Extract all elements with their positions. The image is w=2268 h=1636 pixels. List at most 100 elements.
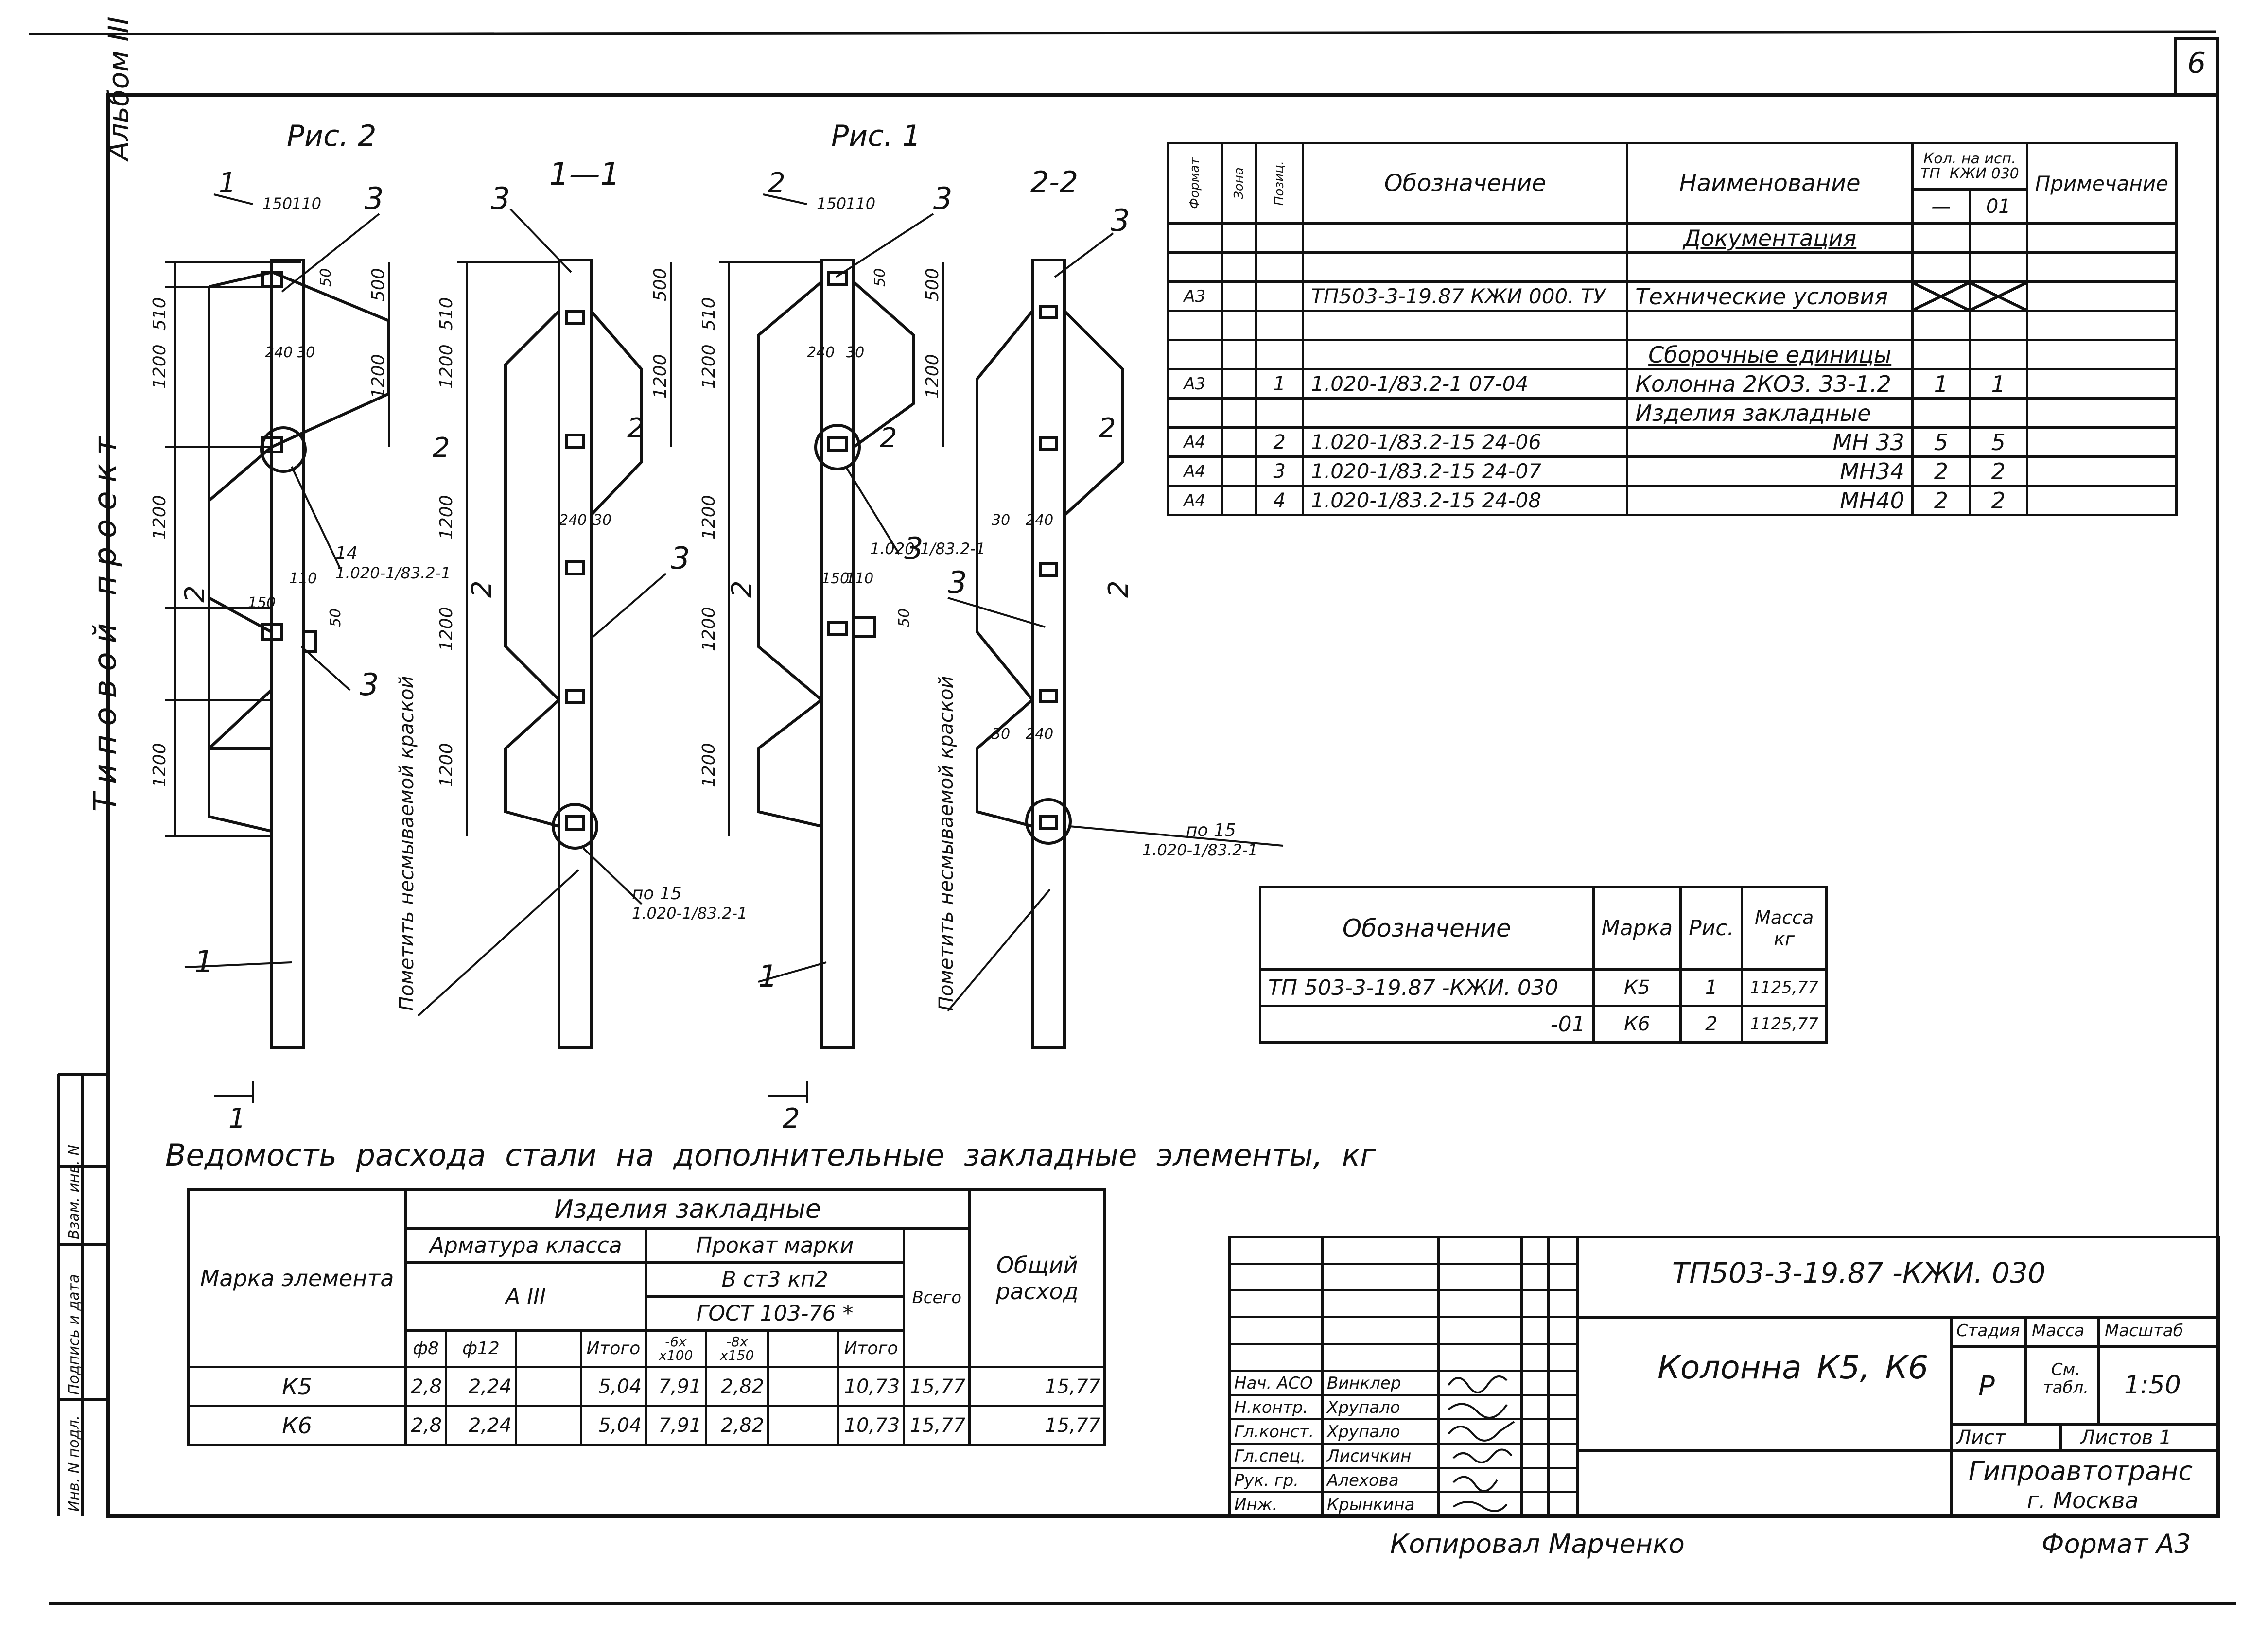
st-h-grade: В ст3 кп2 (645, 1261, 906, 1298)
dim-30-a: 30 (297, 344, 315, 361)
dim-1200-f: 1200 (923, 354, 942, 399)
spec-cell-note (2025, 426, 2178, 458)
spec-cell-zone (1220, 280, 1257, 312)
pos-2-b: 2 (466, 580, 498, 598)
spec-cell-q1: 5 (1911, 426, 1971, 458)
spec-cell-name: МН40 (1626, 485, 1914, 516)
spec-cell-zone (1220, 251, 1257, 283)
steel-cell-overall: 15,77 (968, 1405, 1106, 1446)
steel-table-caption: Ведомость расхода стали на дополнительны… (165, 1137, 1376, 1173)
ref-c: 1.020-1/83.2-1 (632, 904, 747, 922)
spec-cell-q2 (1968, 222, 2028, 254)
dim-1200-b1: 1200 (436, 344, 456, 389)
pos-2-d: 2 (1103, 580, 1134, 598)
pos-4-a: 3 (365, 181, 384, 216)
spec-cell-q1 (1911, 222, 1971, 254)
steel-cell (767, 1366, 839, 1407)
signer-row: Н.контр.Хрупало (1232, 1396, 1436, 1420)
dim-1200-a3: 1200 (150, 743, 170, 787)
spec-row (1167, 310, 2178, 341)
dim-1200-e: 1200 (650, 354, 670, 399)
scale-header: Масштаб (2105, 1321, 2183, 1340)
copied-by: Копировал Марченко (1390, 1529, 1685, 1559)
spec-cell-q2 (1968, 339, 2028, 370)
mass-header: Масса (2032, 1321, 2085, 1340)
dim-1200-a1: 1200 (150, 344, 170, 389)
section2-title: 2-2 (1030, 165, 1078, 199)
signer-role: Гл.конст. (1234, 1422, 1314, 1442)
spec-cell-format: А4 (1167, 455, 1223, 487)
spec-row (1167, 251, 2178, 283)
signer-role: Инж. (1234, 1495, 1278, 1514)
spec-cell-format (1167, 339, 1223, 370)
spec-cell-note (2025, 485, 2178, 516)
ref-b: 1.020-1/83.2-1 (870, 540, 985, 558)
spec-cell-name: Колонна 2КОЗ. 33-1.2 (1626, 368, 1914, 400)
st-sub-cell: Итого (837, 1329, 906, 1368)
steel-cell (767, 1405, 839, 1446)
spec-cell-format: А3 (1167, 280, 1223, 312)
column-section-1 (504, 259, 643, 1049)
spec-cell-name: Документация (1626, 222, 1914, 254)
steel-cell: 2,8 (404, 1366, 448, 1407)
st-h-mark: Марка элемента (187, 1188, 407, 1368)
dim-150-d: 150 (821, 570, 849, 587)
dim-50-c: 50 (327, 609, 344, 627)
spec-cell-note (2025, 251, 2178, 283)
spec-cell-name: МН 33 (1626, 426, 1914, 458)
spec-cell-pos (1255, 310, 1305, 341)
spec-cell-pos (1255, 222, 1305, 254)
spec-cell-name: Сборочные единицы (1626, 339, 1914, 370)
dim-30-b: 30 (846, 344, 864, 361)
dim-1200-b2: 1200 (436, 495, 456, 540)
pos-4-g: 3 (904, 531, 923, 566)
steel-cell: 2,24 (445, 1405, 517, 1446)
spec-cell-designation (1302, 397, 1629, 429)
spec-cell-q1: 2 (1911, 485, 1971, 516)
spec-cell-format (1167, 397, 1223, 429)
fig2-title: Рис. 2 (287, 119, 376, 153)
st-sub-cell (767, 1329, 839, 1368)
fig1-title: Рис. 1 (831, 119, 921, 153)
pos-4-c: 3 (933, 181, 952, 216)
spec-cell-q2: 1 (1968, 368, 2028, 400)
steel-cell (514, 1405, 582, 1446)
st-h-rolled: Прокат марки (645, 1227, 906, 1264)
spec-cell-note (2025, 339, 2178, 370)
steel-cell: 2,82 (704, 1405, 770, 1446)
spec-cell-note (2025, 397, 2178, 429)
spec-row: Сборочные единицы (1167, 339, 2178, 370)
label-15-a: по 15 (632, 884, 682, 904)
mass-cell-mark: К5 (1592, 968, 1682, 1007)
dim-150: 150 (262, 194, 292, 213)
sheets-header: Листов 1 (2080, 1427, 2172, 1449)
dim-1200-d: 1200 (368, 354, 388, 399)
signer-row: Рук. гр.Алехова (1232, 1469, 1436, 1493)
drawing-title: Колонна К5, К6 (1657, 1349, 1929, 1386)
spec-cell-designation (1302, 222, 1629, 254)
steel-table: Марка элемента Изделия закладные Общий р… (187, 1188, 1106, 1446)
dim-30-d: 30 (992, 512, 1010, 529)
pos-3-d: 2 (1099, 413, 1116, 444)
spec-cell-format (1167, 251, 1223, 283)
steel-cell: 7,91 (645, 1405, 707, 1446)
steel-cell: 7,91 (645, 1366, 707, 1407)
dim-150-c: 150 (248, 594, 276, 611)
spec-row: Изделия закладные (1167, 397, 2178, 429)
signer-role: Н.контр. (1234, 1398, 1308, 1417)
spec-cell-zone (1220, 426, 1257, 458)
spec-cell-format (1167, 310, 1223, 341)
spec-cell-format (1167, 222, 1223, 254)
st-h-overall: Общий расход (968, 1188, 1106, 1368)
mass-cell-designation: -01 (1259, 1005, 1595, 1044)
mass-cell-mass: 1125,77 (1741, 968, 1828, 1007)
h-tp: ТП (1920, 165, 1940, 182)
mh-mass: Масса кг (1741, 886, 1828, 971)
signer-name: Крынкина (1327, 1495, 1415, 1514)
st-h-rebar-class: А III (404, 1261, 647, 1332)
pos-1-a: 1 (194, 944, 213, 979)
